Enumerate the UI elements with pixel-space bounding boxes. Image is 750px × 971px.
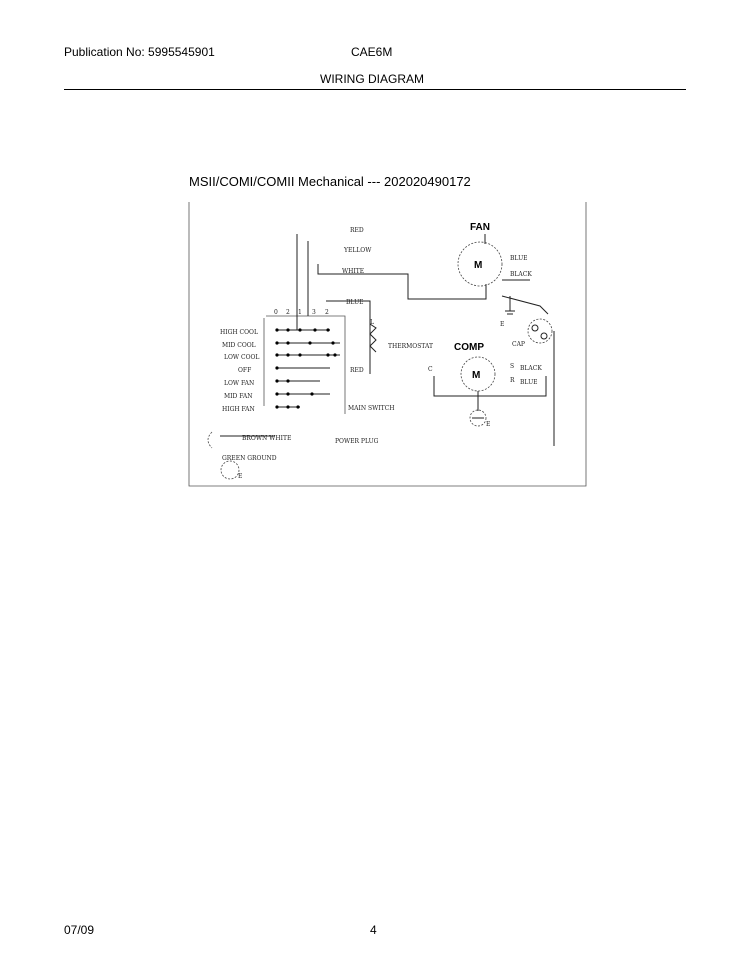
main-switch-box [263,315,346,414]
comp-s-label: S [510,363,514,370]
label-red: RED [350,227,364,234]
fan-motor: FAN M BLUE BLACK E [457,222,549,328]
white-wire-to-fan [317,264,487,300]
switch-terminal-labels: 0 2 1 3 2 [274,309,329,316]
label-white: WHITE [342,268,364,275]
fan-e-label: E [500,321,504,328]
switch-label-mid-fan: MID FAN [224,393,252,400]
blue-wire-to-thermostat [326,300,371,371]
label-blue-fan: BLUE [510,255,528,262]
compressor: COMP M C S R BLACK BLUE E [428,342,547,428]
label-green-ground: GREEN GROUND [222,455,277,462]
page-title: WIRING DIAGRAM [320,72,424,86]
terminal-label-2: 2 [286,309,290,316]
comp-ground-label: E [486,421,490,428]
diagram-title: MSII/COMI/COMII Mechanical --- 202020490… [189,174,471,189]
power-plug-label: POWER PLUG [335,438,379,445]
label-black-comp: BLACK [520,365,542,372]
terminal-label-2b: 2 [325,309,329,316]
page-number: 4 [370,923,377,937]
label-black-fan: BLACK [510,271,532,278]
model-number: CAE6M [351,45,393,59]
thermostat: L THERMOSTAT RED [350,319,433,374]
main-switch-label: MAIN SWITCH [348,405,394,412]
label-yellow: YELLOW [343,247,372,254]
comp-c-label: C [428,366,433,373]
power-plug: BROWN WHITE GREEN GROUND E POWER PLUG [207,431,379,480]
label-blue: BLUE [346,299,364,306]
comp-label: COMP [454,342,484,353]
footer-date: 07/09 [64,923,95,937]
switch-label-high-fan: HIGH FAN [222,406,255,413]
terminal-label-0: 0 [274,309,278,316]
terminal-label-3: 3 [312,309,316,316]
capacitor: CAP [512,318,555,446]
terminal-label-1: 1 [298,309,302,316]
label-red2: RED [350,367,364,374]
fan-label: FAN [470,222,490,233]
label-blue-comp: BLUE [520,379,538,386]
label-brown-white: BROWN WHITE [242,435,291,442]
fan-motor-symbol: M [474,260,482,271]
switch-label-low-fan: LOW FAN [224,380,254,387]
comp-r-label: R [510,377,515,384]
thermostat-label: THERMOSTAT [388,343,433,350]
switch-label-high-cool: HIGH COOL [220,329,258,336]
diagram-frame [188,202,587,487]
switch-label-low-cool: LOW COOL [224,354,259,361]
switch-position-labels: HIGH COOL MID COOL LOW COOL OFF LOW FAN … [220,329,259,413]
switch-label-off: OFF [238,367,251,374]
header-rule [64,89,686,90]
ground-label-2: E [238,473,242,480]
cap-label: CAP [512,341,525,348]
publication-number: Publication No: 5995545901 [64,45,215,59]
comp-motor-symbol: M [472,370,480,381]
thermostat-l: L [370,319,374,326]
wiring-diagram: HIGH COOL MID COOL LOW COOL OFF LOW FAN … [188,202,587,487]
switch-label-mid-cool: MID COOL [222,342,256,349]
